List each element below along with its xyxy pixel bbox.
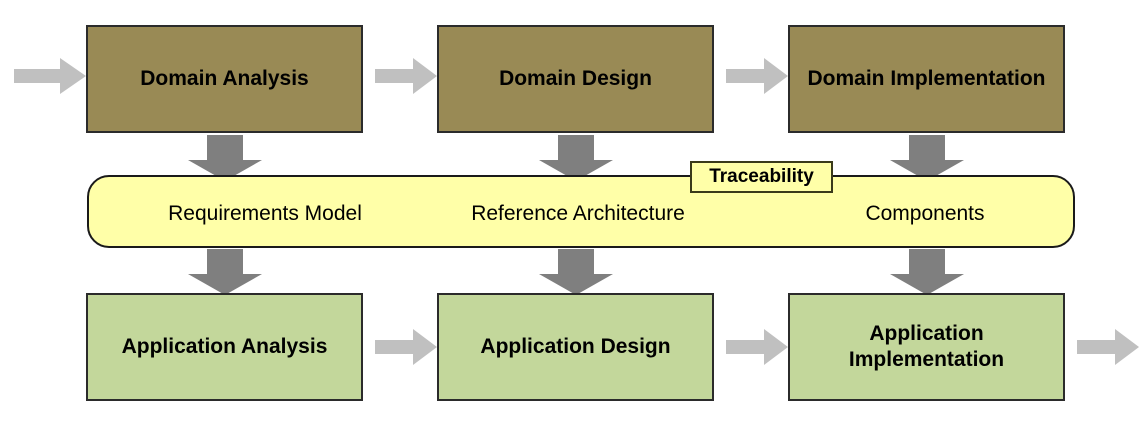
trace-arrow-domain-implementation-down bbox=[890, 135, 964, 181]
flow-out-arrow-bottom bbox=[1077, 329, 1139, 365]
artifact-label-components: Components bbox=[865, 202, 985, 225]
artifact-band bbox=[87, 175, 1075, 248]
box-domain-analysis-label: Domain Analysis bbox=[140, 66, 309, 90]
trace-arrow-domain-analysis-down bbox=[188, 135, 262, 181]
box-application-analysis-label: Application Analysis bbox=[121, 334, 328, 358]
box-application-implementation[interactable]: Application Implementation bbox=[788, 293, 1065, 401]
traceability-label-box[interactable]: Traceability bbox=[690, 161, 833, 193]
box-application-implementation-label: Application Implementation bbox=[848, 321, 1005, 371]
box-domain-design[interactable]: Domain Design bbox=[437, 25, 714, 133]
box-application-design-label: Application Design bbox=[480, 334, 671, 358]
trace-arrow-components-down bbox=[890, 249, 964, 295]
box-application-design[interactable]: Application Design bbox=[437, 293, 714, 401]
trace-arrow-requirements-model-down bbox=[188, 249, 262, 295]
artifact-label-reference-architecture: Reference Architecture bbox=[471, 202, 685, 225]
flow-arrow-application-analysis-to-design bbox=[375, 329, 437, 365]
box-domain-design-label: Domain Design bbox=[499, 66, 652, 90]
box-domain-analysis[interactable]: Domain Analysis bbox=[86, 25, 363, 133]
box-domain-implementation[interactable]: Domain Implementation bbox=[788, 25, 1065, 133]
flow-arrow-domain-design-to-implementation bbox=[726, 58, 788, 94]
flow-arrow-application-design-to-implementation bbox=[726, 329, 788, 365]
traceability-label-text: Traceability bbox=[709, 166, 814, 187]
trace-arrow-reference-architecture-down bbox=[539, 249, 613, 295]
flow-in-arrow-top bbox=[14, 58, 86, 94]
box-domain-implementation-label: Domain Implementation bbox=[807, 66, 1046, 90]
artifact-label-requirements-model: Requirements Model bbox=[168, 202, 362, 225]
flow-arrow-domain-analysis-to-design bbox=[375, 58, 437, 94]
trace-arrow-domain-design-down bbox=[539, 135, 613, 181]
box-application-analysis[interactable]: Application Analysis bbox=[86, 293, 363, 401]
